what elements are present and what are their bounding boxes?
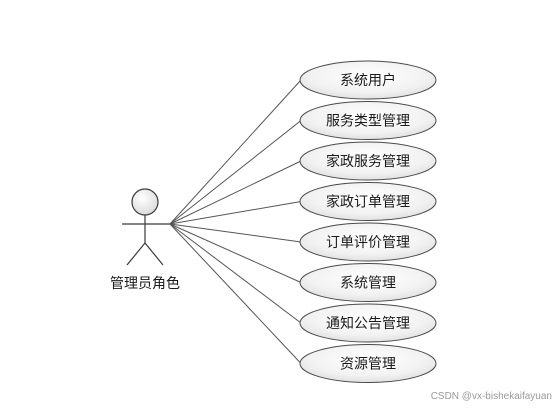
association-line bbox=[169, 223, 302, 324]
use-case-label: 服务类型管理 bbox=[326, 114, 410, 130]
use-case-item[interactable]: 家政订单管理 bbox=[299, 182, 437, 221]
use-case-group: 系统用户服务类型管理家政服务管理家政订单管理订单评价管理系统管理通知公告管理资源… bbox=[299, 60, 437, 383]
actor-label: 管理员角色 bbox=[110, 275, 180, 292]
association-line bbox=[169, 223, 302, 243]
use-case-label: 资源管理 bbox=[340, 357, 396, 373]
use-case-label: 家政服务管理 bbox=[326, 153, 410, 170]
actor-right-leg bbox=[144, 242, 164, 266]
association-line bbox=[169, 160, 302, 225]
use-case-item[interactable]: 通知公告管理 bbox=[299, 303, 437, 343]
use-case-ellipse bbox=[299, 141, 437, 181]
association-lines bbox=[169, 79, 302, 364]
association-line bbox=[169, 201, 302, 225]
use-case-ellipse bbox=[299, 182, 437, 221]
use-case-ellipse bbox=[299, 344, 437, 383]
watermark: CSDN @vx-bishekaifayuan bbox=[431, 391, 552, 402]
actor-admin[interactable]: 管理员角色 bbox=[110, 188, 180, 292]
use-case-ellipse bbox=[299, 263, 437, 302]
use-case-label: 订单评价管理 bbox=[326, 235, 410, 251]
actor-left-leg bbox=[126, 242, 146, 266]
association-line bbox=[169, 79, 302, 225]
association-line bbox=[169, 223, 302, 364]
use-case-item[interactable]: 系统用户 bbox=[299, 60, 437, 100]
use-case-ellipse bbox=[299, 60, 437, 100]
use-case-label: 通知公告管理 bbox=[326, 315, 410, 332]
use-case-label: 家政订单管理 bbox=[326, 194, 410, 211]
use-case-item[interactable]: 服务类型管理 bbox=[299, 101, 437, 140]
use-case-label: 系统管理 bbox=[340, 276, 396, 292]
use-case-item[interactable]: 家政服务管理 bbox=[299, 141, 437, 181]
use-case-item[interactable]: 系统管理 bbox=[299, 263, 437, 302]
association-line bbox=[169, 120, 302, 225]
actor-head bbox=[131, 188, 159, 216]
association-line bbox=[169, 223, 302, 283]
use-case-item[interactable]: 订单评价管理 bbox=[299, 222, 437, 262]
use-case-label: 系统用户 bbox=[340, 72, 396, 89]
use-case-ellipse bbox=[299, 222, 437, 262]
use-case-item[interactable]: 资源管理 bbox=[299, 344, 437, 383]
use-case-ellipse bbox=[299, 303, 437, 343]
use-case-ellipse bbox=[299, 101, 437, 140]
